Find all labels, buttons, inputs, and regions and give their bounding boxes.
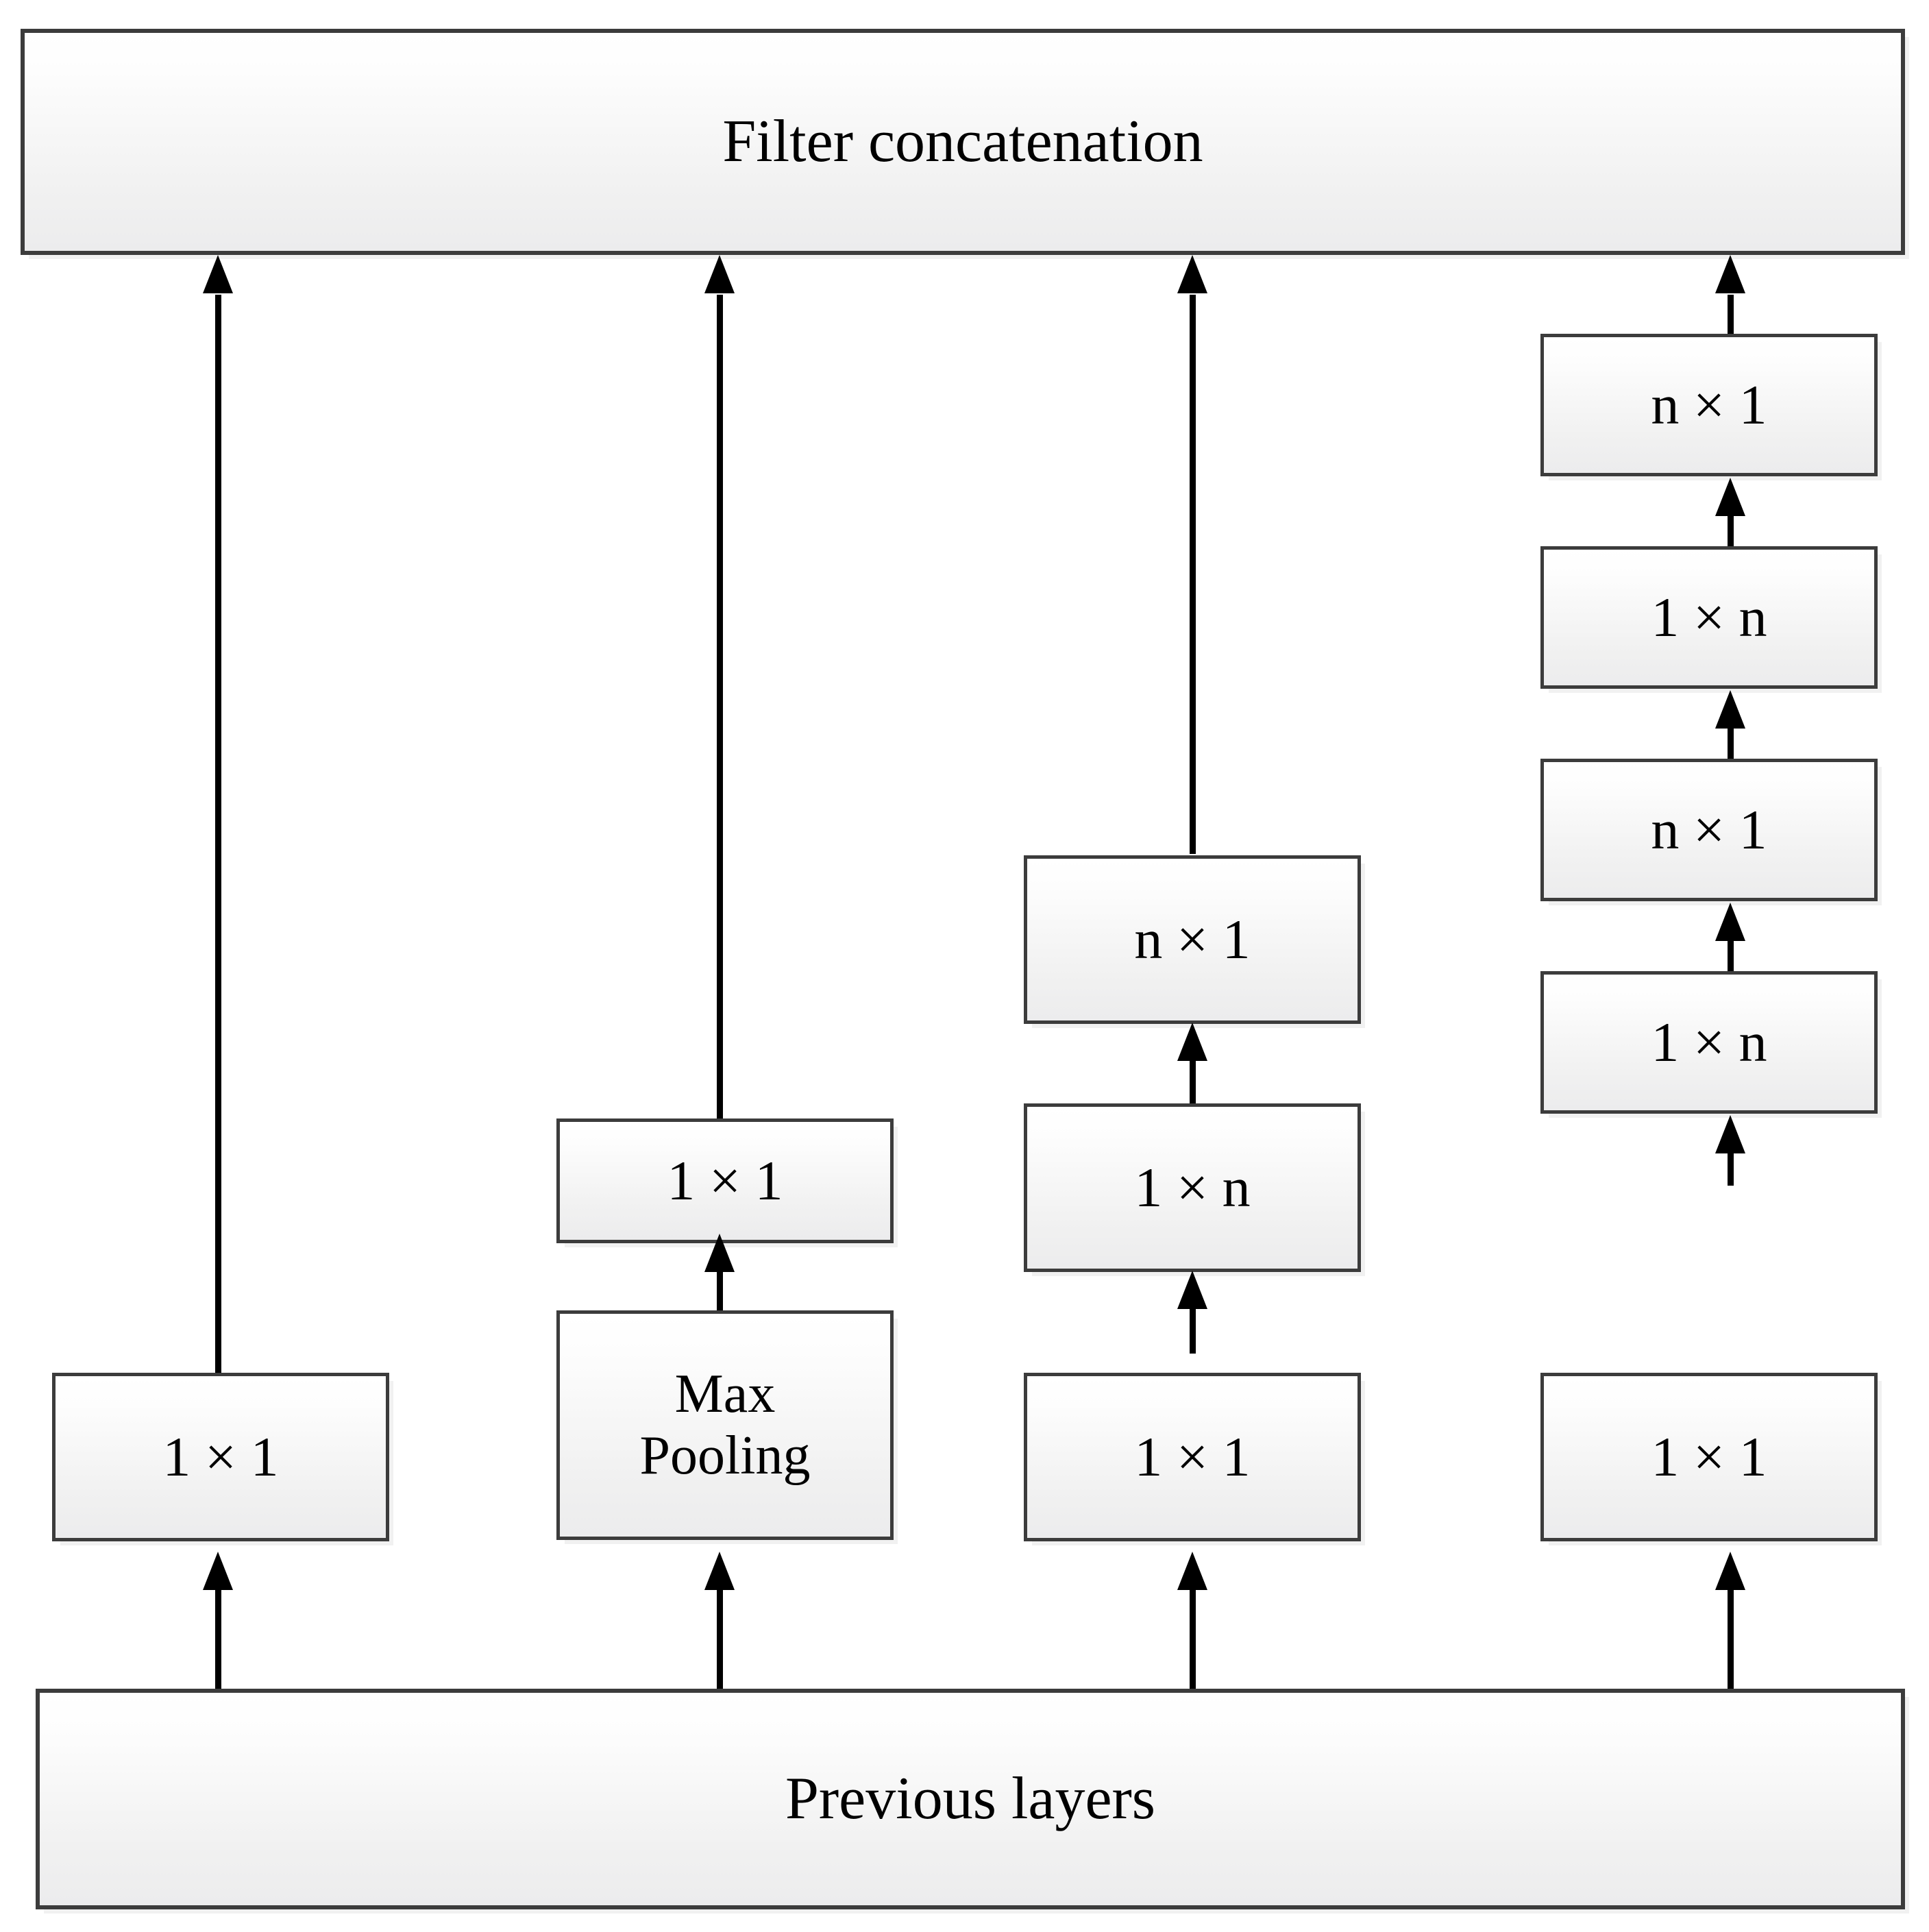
arrow-head-prev-to-branch4 [1715,1552,1745,1590]
arrow-head-branch1-to-concat [203,255,233,293]
branch2-max-pooling: Max Pooling [556,1310,894,1540]
branch3-conv-1xn: 1 × n [1024,1103,1361,1272]
arrow-shaft-branch4-1xn-to-nx1-upper [1728,515,1734,548]
arrow-shaft-branch2-to-concat [717,295,723,1121]
branch4-conv-1xn-upper: 1 × n [1540,546,1878,689]
arrow-head-branch4-to-concat [1715,255,1745,293]
branch4-conv-nx1-upper: n × 1 [1540,334,1878,476]
arrow-head-branch3-1xn-to-nx1 [1177,1023,1207,1061]
arrow-shaft-branch4-1xn-to-nx1-lower [1728,940,1734,973]
branch4-conv-nx1-lower: n × 1 [1540,759,1878,901]
arrow-shaft-branch2-pool-to-conv [717,1271,723,1312]
branch4-conv-1x1: 1 × 1 [1540,1373,1878,1541]
previous-layers-block: Previous layers [36,1689,1905,1909]
branch2-conv-1x1: 1 × 1 [556,1118,894,1243]
arrow-head-branch3-1x1-to-1xn [1177,1271,1207,1309]
arrow-shaft-prev-to-branch3 [1190,1590,1196,1691]
branch4-conv-1xn-lower: 1 × n [1540,971,1878,1114]
arrow-head-branch4-1x1-to-1xn [1715,1115,1745,1153]
arrow-shaft-prev-to-branch1 [215,1590,221,1691]
arrow-shaft-branch1-to-concat [215,295,221,1374]
arrow-shaft-branch3-1xn-to-nx1 [1190,1061,1196,1105]
arrow-head-branch2-pool-to-conv [704,1234,735,1272]
branch3-conv-nx1: n × 1 [1024,855,1361,1024]
branch3-conv-1x1: 1 × 1 [1024,1373,1361,1541]
arrow-head-branch2-to-concat [704,255,735,293]
arrow-head-prev-to-branch2 [704,1552,735,1590]
arrow-head-branch4-1xn-to-nx1-upper [1715,478,1745,516]
arrow-head-branch4-1xn-to-nx1-lower [1715,903,1745,941]
arrow-shaft-branch3-to-concat [1190,295,1196,854]
arrow-shaft-prev-to-branch2 [717,1590,723,1691]
arrow-shaft-branch3-1x1-to-1xn [1190,1309,1196,1354]
arrow-head-branch4-nx1-to-1xn-upper [1715,690,1745,729]
arrow-head-branch3-to-concat [1177,255,1207,293]
arrow-shaft-branch4-to-concat [1728,295,1734,337]
filter-concatenation-block: Filter concatenation [21,29,1905,255]
arrow-shaft-branch4-nx1-to-1xn-upper [1728,728,1734,761]
arrow-head-prev-to-branch3 [1177,1552,1207,1590]
arrow-shaft-prev-to-branch4 [1728,1590,1734,1691]
arrow-shaft-branch4-1x1-to-1xn [1728,1153,1734,1186]
arrow-head-prev-to-branch1 [203,1552,233,1590]
branch1-conv-1x1: 1 × 1 [52,1373,389,1541]
